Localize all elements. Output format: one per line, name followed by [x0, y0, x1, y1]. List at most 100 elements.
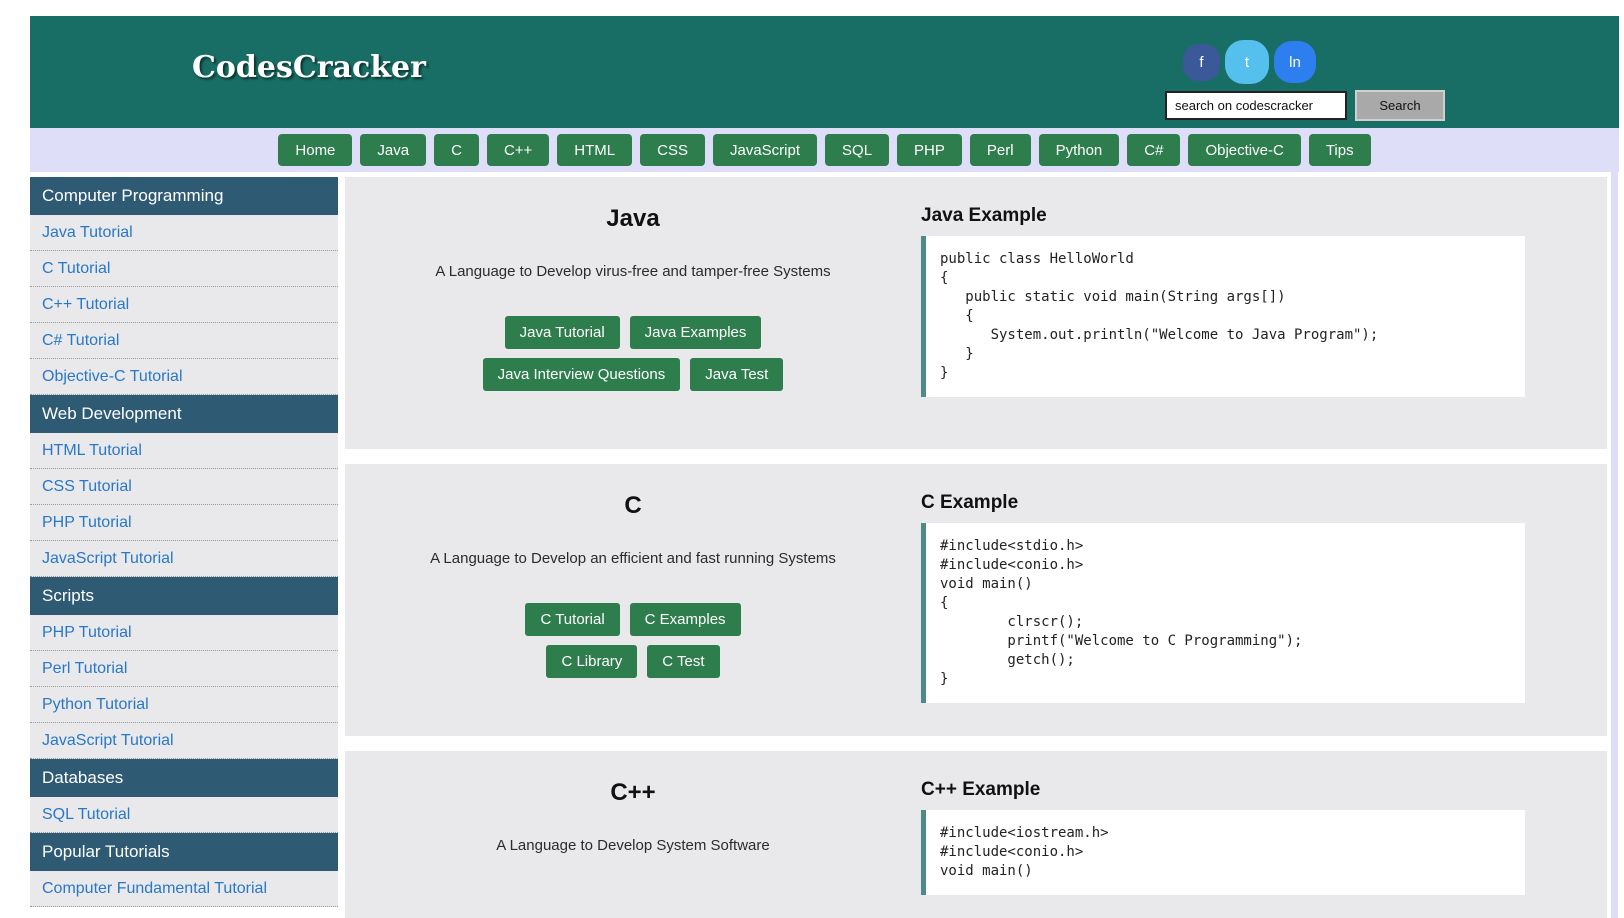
sidebar-item-php-tutorial[interactable]: PHP Tutorial	[30, 505, 338, 541]
section-description-cpp: A Language to Develop System Software	[496, 837, 770, 854]
example-title-java: Java Example	[921, 205, 1047, 226]
nav-tab-php[interactable]: PHP	[897, 134, 962, 166]
code-line: public class HelloWorld	[940, 251, 1134, 267]
nav-tab-c[interactable]: C++	[486, 134, 550, 166]
section-c: C A Language to Develop an efficient and …	[345, 464, 1607, 736]
button-java-interview-questions[interactable]: Java Interview Questions	[482, 358, 681, 391]
nav-tab-css[interactable]: CSS	[640, 134, 705, 166]
code-line: void main()	[940, 576, 1033, 592]
site-logo[interactable]: CodesCracker	[192, 50, 426, 85]
nav-tab-c[interactable]: C	[434, 134, 479, 166]
button-java-examples[interactable]: Java Examples	[629, 316, 762, 349]
section-title-c: C	[624, 492, 642, 519]
code-line: getch();	[940, 652, 1075, 668]
sidebar-item-python-tutorial[interactable]: Python Tutorial	[30, 687, 338, 723]
example-title-cpp: C++ Example	[921, 779, 1041, 800]
linkedin-icon[interactable]: ln	[1274, 41, 1316, 83]
section-title-cpp: C++	[610, 779, 656, 806]
sidebar-item-css-tutorial[interactable]: CSS Tutorial	[30, 469, 338, 505]
sidebar-item-php-tutorial[interactable]: PHP Tutorial	[30, 615, 338, 651]
code-line: public static void main(String args[])	[940, 289, 1286, 305]
section-cpp-example: C++ Example #include<iostream.h> #include<…	[921, 779, 1607, 918]
code-line: }	[940, 671, 949, 687]
sidebar-section-scripts: Scripts	[30, 577, 338, 615]
nav-tab-c[interactable]: C#	[1127, 134, 1181, 166]
button-java-tutorial[interactable]: Java Tutorial	[504, 316, 620, 349]
right-page-strip	[1611, 172, 1618, 918]
sidebar-item-javascript-tutorial[interactable]: JavaScript Tutorial	[30, 723, 338, 759]
search-input[interactable]	[1165, 91, 1347, 120]
sidebar-section-databases: Databases	[30, 759, 338, 797]
section-java-intro: Java A Language to Develop virus-free and…	[345, 205, 921, 449]
code-line: #include<conio.h>	[940, 844, 1084, 860]
code-block-java: public class HelloWorld { public static v…	[921, 236, 1525, 397]
button-java-test[interactable]: Java Test	[690, 358, 784, 391]
sidebar-item-c-tutorial[interactable]: C Tutorial	[30, 251, 338, 287]
code-line: {	[940, 595, 949, 611]
button-c-tutorial[interactable]: C Tutorial	[525, 603, 620, 636]
sidebar-item-html-tutorial[interactable]: HTML Tutorial	[30, 433, 338, 469]
button-row: Java Interview Questions Java Test	[482, 358, 784, 391]
code-line: #include<conio.h>	[940, 557, 1084, 573]
code-line: }	[940, 365, 949, 381]
sidebar-item-c-tutorial[interactable]: C# Tutorial	[30, 323, 338, 359]
section-title-java: Java	[606, 205, 660, 232]
section-c-intro: C A Language to Develop an efficient and …	[345, 492, 921, 736]
section-java-example: Java Example public class HelloWorld { pub…	[921, 205, 1607, 449]
facebook-icon[interactable]: f	[1183, 43, 1220, 81]
nav-tab-home[interactable]: Home	[278, 134, 353, 166]
nav-tab-python[interactable]: Python	[1038, 134, 1120, 166]
sidebar-item-java-tutorial[interactable]: Java Tutorial	[30, 215, 338, 251]
sidebar-section-popular-tutorials: Popular Tutorials	[30, 833, 338, 871]
section-java: Java A Language to Develop virus-free and…	[345, 177, 1607, 449]
section-description-c: A Language to Develop an efficient and f…	[430, 550, 836, 567]
section-cpp-intro: C++ A Language to Develop System Software	[345, 779, 921, 918]
sidebar-item-objective-c-tutorial[interactable]: Objective-C Tutorial	[30, 359, 338, 395]
twitter-icon[interactable]: t	[1225, 40, 1269, 84]
section-buttons-c: C Tutorial C Examples C Library C Test	[345, 603, 921, 678]
code-line: }	[940, 346, 974, 362]
code-line: #include<iostream.h>	[940, 825, 1109, 841]
search-button[interactable]: Search	[1355, 90, 1445, 121]
section-cpp: C++ A Language to Develop System Software…	[345, 751, 1607, 918]
nav-tab-objective-c[interactable]: Objective-C	[1188, 134, 1301, 166]
nav-tab-tips[interactable]: Tips	[1308, 134, 1371, 166]
code-line: System.out.println("Welcome to Java Prog…	[940, 327, 1379, 343]
button-c-library[interactable]: C Library	[546, 645, 638, 678]
button-row: C Library C Test	[546, 645, 720, 678]
button-c-test[interactable]: C Test	[647, 645, 720, 678]
button-row: Java Tutorial Java Examples	[504, 316, 762, 349]
code-block-c: #include<stdio.h> #include<conio.h> void m…	[921, 523, 1525, 703]
sidebar-item-c-tutorial[interactable]: C++ Tutorial	[30, 287, 338, 323]
sidebar-section-computer-programming: Computer Programming	[30, 177, 338, 215]
example-title-c: C Example	[921, 492, 1019, 513]
nav-tab-javascript[interactable]: JavaScript	[712, 134, 818, 166]
code-line: {	[940, 270, 949, 286]
sidebar-item-sql-tutorial[interactable]: SQL Tutorial	[30, 797, 338, 833]
sidebar-item-computer-fundamental-tutorial[interactable]: Computer Fundamental Tutorial	[30, 871, 338, 907]
nav-tab-html[interactable]: HTML	[557, 134, 633, 166]
code-line: {	[940, 308, 974, 324]
section-description-java: A Language to Develop virus-free and tam…	[435, 263, 831, 280]
section-c-example: C Example #include<stdio.h> #include<conio…	[921, 492, 1607, 736]
sidebar-item-javascript-tutorial[interactable]: JavaScript Tutorial	[30, 541, 338, 577]
search-bar: Search	[1165, 90, 1447, 121]
nav-tab-perl[interactable]: Perl	[969, 134, 1031, 166]
sidebar-item-perl-tutorial[interactable]: Perl Tutorial	[30, 651, 338, 687]
code-line: #include<stdio.h>	[940, 538, 1084, 554]
code-line: clrscr();	[940, 614, 1084, 630]
button-c-examples[interactable]: C Examples	[629, 603, 741, 636]
sidebar-section-web-development: Web Development	[30, 395, 338, 433]
code-line: void main()	[940, 863, 1033, 879]
nav-tab-sql[interactable]: SQL	[825, 134, 890, 166]
nav-tab-java[interactable]: Java	[360, 134, 427, 166]
main-content: Java A Language to Develop virus-free and…	[345, 177, 1607, 918]
